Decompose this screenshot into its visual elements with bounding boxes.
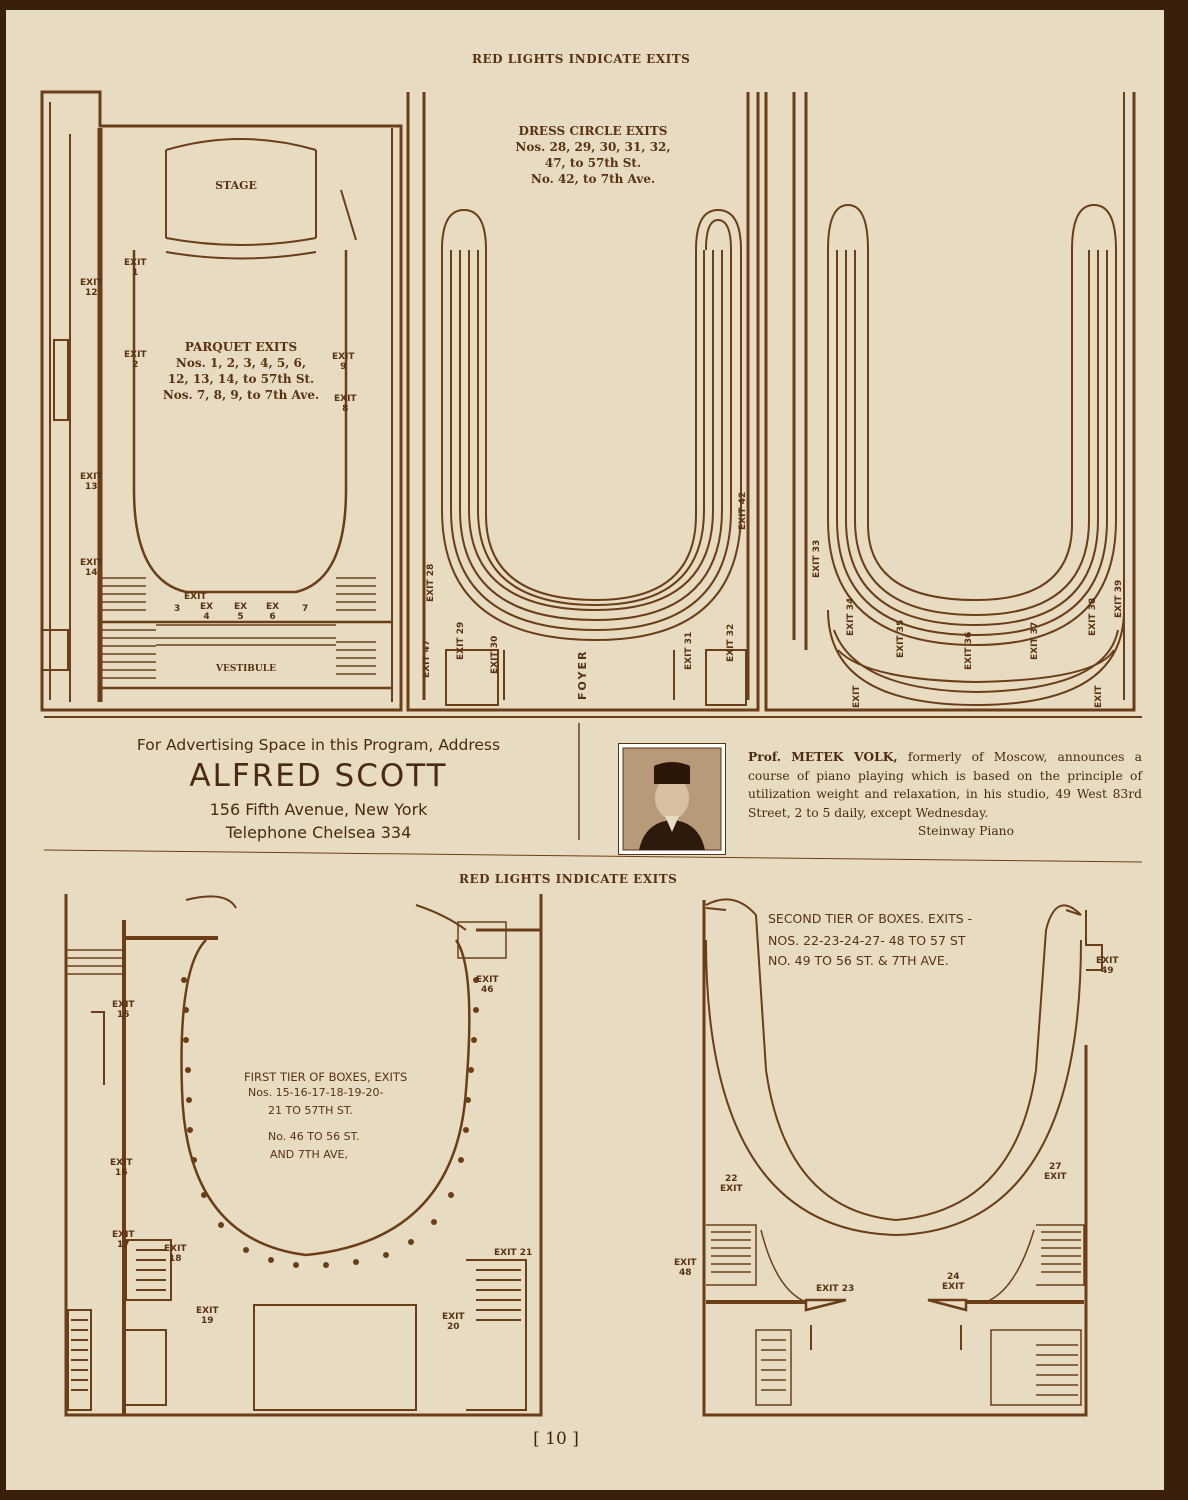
exit-17-label: EXIT 17: [112, 1230, 135, 1250]
parquet-exits-title: PARQUET EXITS: [184, 340, 298, 354]
exit-39-label: EXIT 39: [1114, 579, 1124, 618]
exit-19-label: EXIT 19: [196, 1306, 219, 1326]
header-red-lights-middle: RED LIGHTS INDICATE EXITS: [459, 872, 678, 886]
exit-6-label: EX 6: [266, 602, 280, 622]
dress-circle-line2: 47, to 57th St.: [544, 156, 642, 170]
exit-7-label: 7: [302, 604, 309, 614]
exit-bottom-left-label: EXIT: [852, 685, 862, 708]
exit-37-label: EXIT 37: [1030, 621, 1040, 660]
exit-38-label: EXIT 38: [1088, 597, 1098, 636]
page-number: [ 10 ]: [533, 1429, 579, 1449]
parquet-exits-line3: Nos. 7, 8, 9, to 7th Ave.: [162, 388, 320, 402]
exit-32-label: EXIT 32: [726, 623, 736, 662]
ad-address-line: For Advertising Space in this Program, A…: [136, 736, 501, 754]
exit-9-label: EXIT 9: [332, 352, 355, 372]
parquet-exits-line2: 12, 13, 14, to 57th St.: [167, 372, 315, 386]
dress-circle-line3: No. 42, to 7th Ave.: [530, 172, 656, 186]
exit-bottom-right-label: EXIT: [1094, 685, 1104, 708]
exit-47-label: EXIT 47: [422, 639, 432, 678]
first-tier-line1: Nos. 15-16-17-18-19-20-: [248, 1086, 384, 1099]
volk-sponsor: Steinway Piano: [917, 824, 1014, 838]
volk-text: formerly of Moscow, announces a course o…: [748, 750, 1142, 820]
exit-48-label: EXIT 48: [674, 1258, 697, 1278]
second-tier-line2: NO. 49 TO 56 ST. & 7TH AVE.: [768, 953, 949, 968]
volk-name: METEK VOLK,: [791, 749, 898, 764]
exit-42-label: EXIT 42: [738, 491, 748, 530]
exit-5-label: EX 5: [234, 602, 248, 622]
ad-name: ALFRED SCOTT: [189, 758, 448, 794]
foyer-label: FOYER: [576, 649, 589, 700]
ad-street: 156 Fifth Avenue, New York: [209, 800, 428, 819]
exit-13-label: EXIT 13: [80, 472, 103, 492]
exit-30-label: EXIT 30: [490, 635, 500, 674]
exit-36-label: EXIT 36: [964, 631, 974, 670]
exit-24-label: 24 EXIT: [942, 1272, 965, 1292]
first-tier-line4: AND 7TH AVE,: [270, 1148, 348, 1161]
exit-15-label: EXIT 15: [112, 1000, 135, 1020]
exit-35-label: EXIT 35: [896, 619, 906, 658]
portrait-photo: [618, 743, 726, 855]
dress-circle-title: DRESS CIRCLE EXITS: [518, 124, 668, 138]
exit-3-number: 3: [174, 604, 181, 614]
exit-31-label: EXIT 31: [684, 631, 694, 670]
parquet-exits-line1: Nos. 1, 2, 3, 4, 5, 6,: [175, 356, 307, 370]
stage-label: STAGE: [215, 179, 257, 192]
exit-23-label: EXIT 23: [816, 1284, 855, 1294]
exit-2-label: EXIT 2: [124, 350, 147, 370]
exit-18-label: EXIT 18: [164, 1244, 187, 1264]
exit-4-label: EX 4: [200, 602, 214, 622]
exit-29-label: EXIT 29: [456, 621, 466, 660]
exit-46-label: EXIT 46: [476, 975, 499, 995]
volk-announcement: Prof. METEK VOLK, formerly of Moscow, an…: [748, 748, 1142, 841]
exit-22-label: 22 EXIT: [720, 1174, 743, 1194]
exit-49-label: EXIT 49: [1096, 956, 1119, 976]
floor-plan-drawings: [40, 90, 1143, 1417]
second-tier-line1: NOS. 22-23-24-27- 48 TO 57 ST: [768, 933, 966, 948]
exit-3-label: EXIT: [184, 592, 207, 602]
exit-28-label: EXIT 28: [426, 563, 436, 602]
exit-27-label: 27 EXIT: [1044, 1162, 1067, 1182]
exit-12-label: EXIT 12: [80, 278, 103, 298]
vestibule-label: VESTIBULE: [216, 664, 276, 674]
exit-33-label: EXIT 33: [812, 539, 822, 578]
first-tier-line3: No. 46 TO 56 ST.: [268, 1130, 360, 1143]
exit-34-label: EXIT 34: [846, 597, 856, 636]
exit-16-label: EXIT 16: [110, 1158, 133, 1178]
dress-circle-line1: Nos. 28, 29, 30, 31, 32,: [515, 140, 671, 154]
first-tier-line2: 21 TO 57TH ST.: [268, 1104, 353, 1117]
program-page: RED LIGHTS INDICATE EXITS RED LIGHTS IND…: [6, 10, 1164, 1490]
second-tier-title: SECOND TIER OF BOXES. EXITS -: [768, 911, 973, 926]
exit-14-label: EXIT 14: [80, 558, 103, 578]
ad-phone: Telephone Chelsea 334: [225, 823, 412, 842]
header-red-lights-top: RED LIGHTS INDICATE EXITS: [472, 52, 691, 66]
exit-21-label: EXIT 21: [494, 1248, 533, 1258]
first-tier-title: FIRST TIER OF BOXES, EXITS: [244, 1070, 408, 1084]
exit-1-label: EXIT 1: [124, 258, 147, 278]
exit-8-label: EXIT 8: [334, 394, 357, 414]
volk-lead: Prof.: [748, 749, 782, 764]
exit-20-label: EXIT 20: [442, 1312, 465, 1332]
